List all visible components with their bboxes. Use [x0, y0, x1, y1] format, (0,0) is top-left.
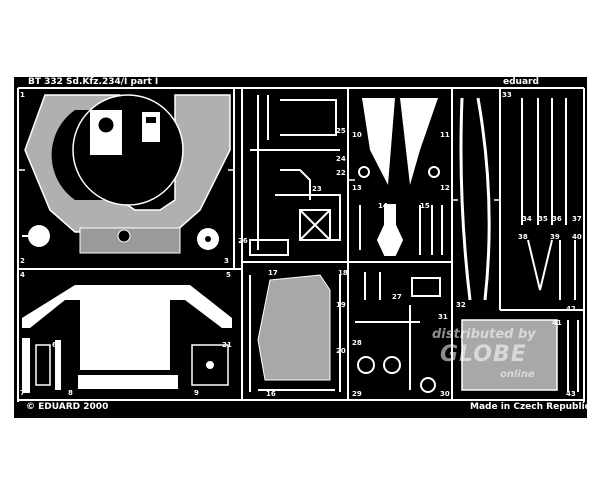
part-number-34: 34 — [522, 215, 532, 223]
part-number-5: 5 — [226, 271, 231, 279]
part-number-11: 11 — [440, 131, 450, 139]
part-number-4: 4 — [20, 271, 25, 279]
part-number-35: 35 — [538, 215, 548, 223]
part-number-26: 26 — [238, 237, 248, 245]
part-number-32: 32 — [456, 301, 466, 309]
part-number-8: 8 — [68, 389, 73, 397]
parts-v-shapes — [358, 98, 440, 185]
watermark-line1: distributed by — [432, 327, 536, 342]
watermark-line2: GLOBE — [440, 342, 527, 367]
part-number-25: 25 — [336, 127, 346, 135]
part-number-15: 15 — [420, 202, 430, 210]
part-number-12: 12 — [440, 184, 450, 192]
part-number-18: 18 — [338, 269, 348, 277]
part-4-bracket — [22, 285, 232, 389]
part-number-3: 3 — [224, 257, 229, 265]
part-number-22: 22 — [336, 169, 346, 177]
part-number-23: 23 — [312, 185, 322, 193]
part-number-13: 13 — [352, 184, 362, 192]
center-column-parts — [249, 95, 341, 256]
part-number-19: 19 — [336, 301, 346, 309]
frame-lines — [17, 87, 585, 402]
sprues — [18, 169, 500, 201]
parts-34-37-rods — [521, 98, 567, 225]
parts-6-9-small — [22, 338, 229, 393]
part-number-6: 6 — [52, 341, 57, 349]
part-number-17: 17 — [268, 269, 278, 277]
part-number-31: 31 — [438, 313, 448, 321]
fret-title: BT 332 Sd.Kfz.234/I part I — [28, 77, 159, 87]
part-number-16: 16 — [266, 390, 276, 398]
part-number-37: 37 — [572, 215, 582, 223]
center-lower-parts — [249, 275, 341, 392]
part-number-20: 20 — [336, 347, 346, 355]
part-number-42: 42 — [566, 305, 576, 313]
part-number-9: 9 — [194, 389, 199, 397]
parts-38-40 — [527, 239, 576, 300]
part-number-27: 27 — [392, 293, 402, 301]
part-number-10: 10 — [352, 131, 362, 139]
part-3-disc — [197, 228, 219, 250]
parts-32-33-strips — [459, 97, 491, 301]
part-number-30: 30 — [440, 390, 450, 398]
part-1-turret-plate — [24, 94, 231, 254]
part-number-41: 41 — [552, 319, 562, 327]
part-18-mesh-panel — [257, 274, 331, 381]
part-number-40: 40 — [572, 233, 582, 241]
part-number-2: 2 — [20, 257, 25, 265]
part-number-7: 7 — [20, 389, 25, 397]
part-2-disc — [22, 225, 50, 247]
part-number-28: 28 — [352, 339, 362, 347]
part-number-39: 39 — [550, 233, 560, 241]
part-number-24: 24 — [336, 155, 346, 163]
parts-41-43-mesh — [461, 319, 579, 392]
copyright-text: © EDUARD 2000 — [26, 402, 109, 412]
watermark-line3: online — [500, 369, 535, 380]
parts-27-31 — [355, 272, 441, 393]
part-number-21: 21 — [222, 341, 232, 349]
part-number-38: 38 — [518, 233, 528, 241]
parts-shovel-tools — [359, 204, 443, 256]
part-number-1: 1 — [20, 91, 25, 99]
origin-text: Made in Czech Republic — [470, 402, 590, 412]
manufacturer-code: eduard — [503, 77, 539, 87]
part-number-29: 29 — [352, 390, 362, 398]
part-number-36: 36 — [552, 215, 562, 223]
part-number-43: 43 — [566, 390, 576, 398]
part-number-14: 14 — [378, 202, 388, 210]
part-number-33: 33 — [502, 91, 512, 99]
